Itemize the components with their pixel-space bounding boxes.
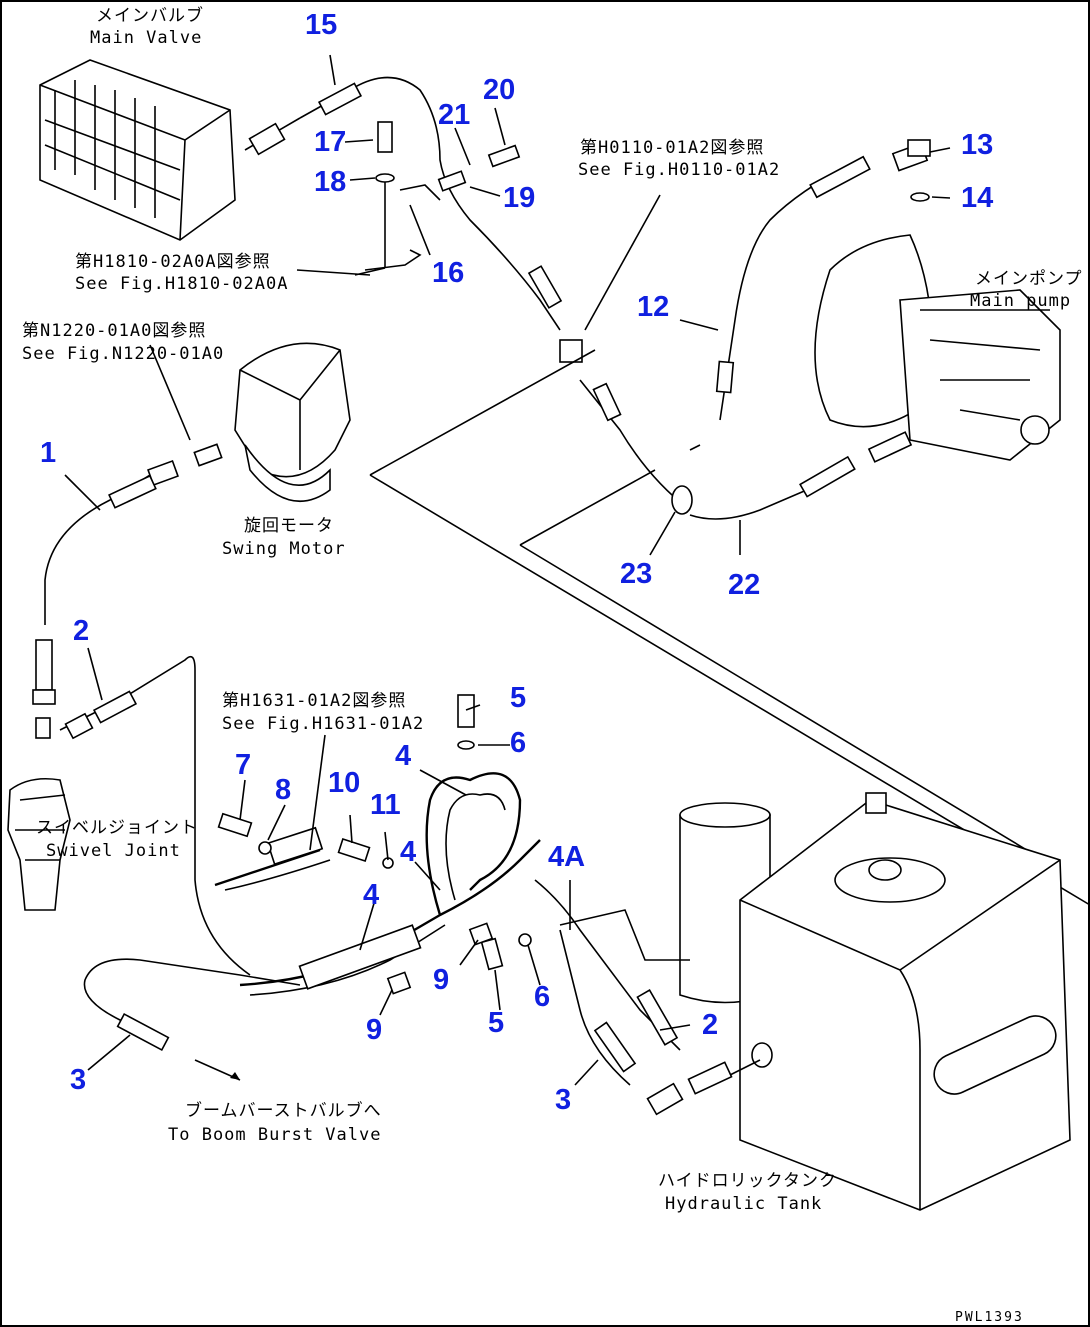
ref-h0110-en: See Fig.H0110-01A2 (578, 160, 781, 180)
bolt-5-bottom (480, 937, 504, 971)
bolt-5-top (457, 694, 475, 728)
callout-11: 11 (370, 789, 401, 821)
swing-motor-drawing (147, 342, 351, 503)
callout-9-right: 9 (433, 964, 450, 996)
ref-n1220-jp: 第N1220-01A0図参照 (22, 321, 207, 341)
bolt-10 (337, 838, 371, 862)
callout-7: 7 (235, 749, 252, 781)
main-valve-label-en: Main Valve (90, 28, 203, 48)
main-pump-label-jp: メインポンプ (975, 269, 1083, 289)
swivel-joint-label-en: Swivel Joint (46, 841, 181, 861)
hose-15-sleeve (317, 82, 363, 116)
callout-13: 13 (961, 129, 994, 161)
drawing-code: PWL1393 (955, 1310, 1024, 1325)
callout-4-top: 4 (395, 740, 412, 772)
callout-3-right: 3 (555, 1084, 572, 1116)
bolt-7 (217, 812, 253, 838)
main-valve-label-jp: メインバルブ (96, 6, 204, 26)
callout-6-bottom: 6 (534, 981, 551, 1013)
callout-2-left: 2 (73, 615, 90, 647)
hydraulic-tank-label-en: Hydraulic Tank (665, 1194, 823, 1214)
hydraulic-tank-label-jp: ハイドロリックタンク (658, 1171, 837, 1191)
callout-4-mid: 4 (400, 836, 417, 868)
leader-lines (64, 54, 951, 1086)
ref-n1220-en: See Fig.N1220-01A0 (22, 344, 225, 364)
hydraulic-tank-drawing (739, 792, 1071, 1211)
callout-8: 8 (275, 774, 292, 806)
clamp-23 (671, 485, 693, 515)
ref-h1631-en: See Fig.H1631-01A2 (222, 714, 425, 734)
washer-18 (375, 173, 395, 183)
bolt-17 (377, 121, 393, 153)
callout-14: 14 (961, 182, 994, 214)
main-valve-drawing (39, 59, 301, 241)
callout-22: 22 (728, 569, 761, 601)
callout-17: 17 (314, 126, 347, 158)
swivel-joint-drawing (7, 717, 71, 911)
callout-12: 12 (637, 291, 670, 323)
callout-10: 10 (328, 767, 361, 799)
ref-h181-en: See Fig.H1810-02A0A (75, 274, 289, 294)
callout-5-top: 5 (510, 682, 527, 714)
callout-3-left: 3 (70, 1064, 87, 1096)
swivel-joint-label-jp: スイベルジョイント (36, 818, 198, 838)
callout-6-top: 6 (510, 727, 527, 759)
callout-9-left: 9 (366, 1014, 383, 1046)
callout-20: 20 (483, 74, 516, 106)
main-pump-drawing (814, 139, 1061, 463)
callout-18: 18 (314, 166, 347, 198)
swing-motor-label-jp: 旋回モータ (244, 516, 334, 536)
boom-burst-label-jp: ブームバーストバルブへ (185, 1101, 382, 1121)
callout-19: 19 (503, 182, 536, 214)
callout-16: 16 (432, 257, 465, 289)
callout-2-right: 2 (702, 1009, 719, 1041)
main-pump-label-en: Main pump (970, 291, 1072, 311)
ref-h0110-jp: 第H0110-01A2図参照 (580, 138, 765, 158)
boom-burst-label-en: To Boom Burst Valve (168, 1125, 382, 1145)
callout-23: 23 (620, 558, 653, 590)
ref-h181-jp: 第H1810-02A0A図参照 (75, 252, 271, 272)
callout-4-left: 4 (363, 879, 380, 911)
callout-5-bottom: 5 (488, 1007, 505, 1039)
callout-21: 21 (438, 99, 471, 131)
swing-motor-label-en: Swing Motor (222, 539, 346, 559)
ref-h1631-jp: 第H1631-01A2図参照 (222, 691, 407, 711)
callout-15: 15 (305, 9, 338, 41)
callout-4A: 4A (548, 841, 586, 873)
callout-1: 1 (40, 437, 57, 469)
